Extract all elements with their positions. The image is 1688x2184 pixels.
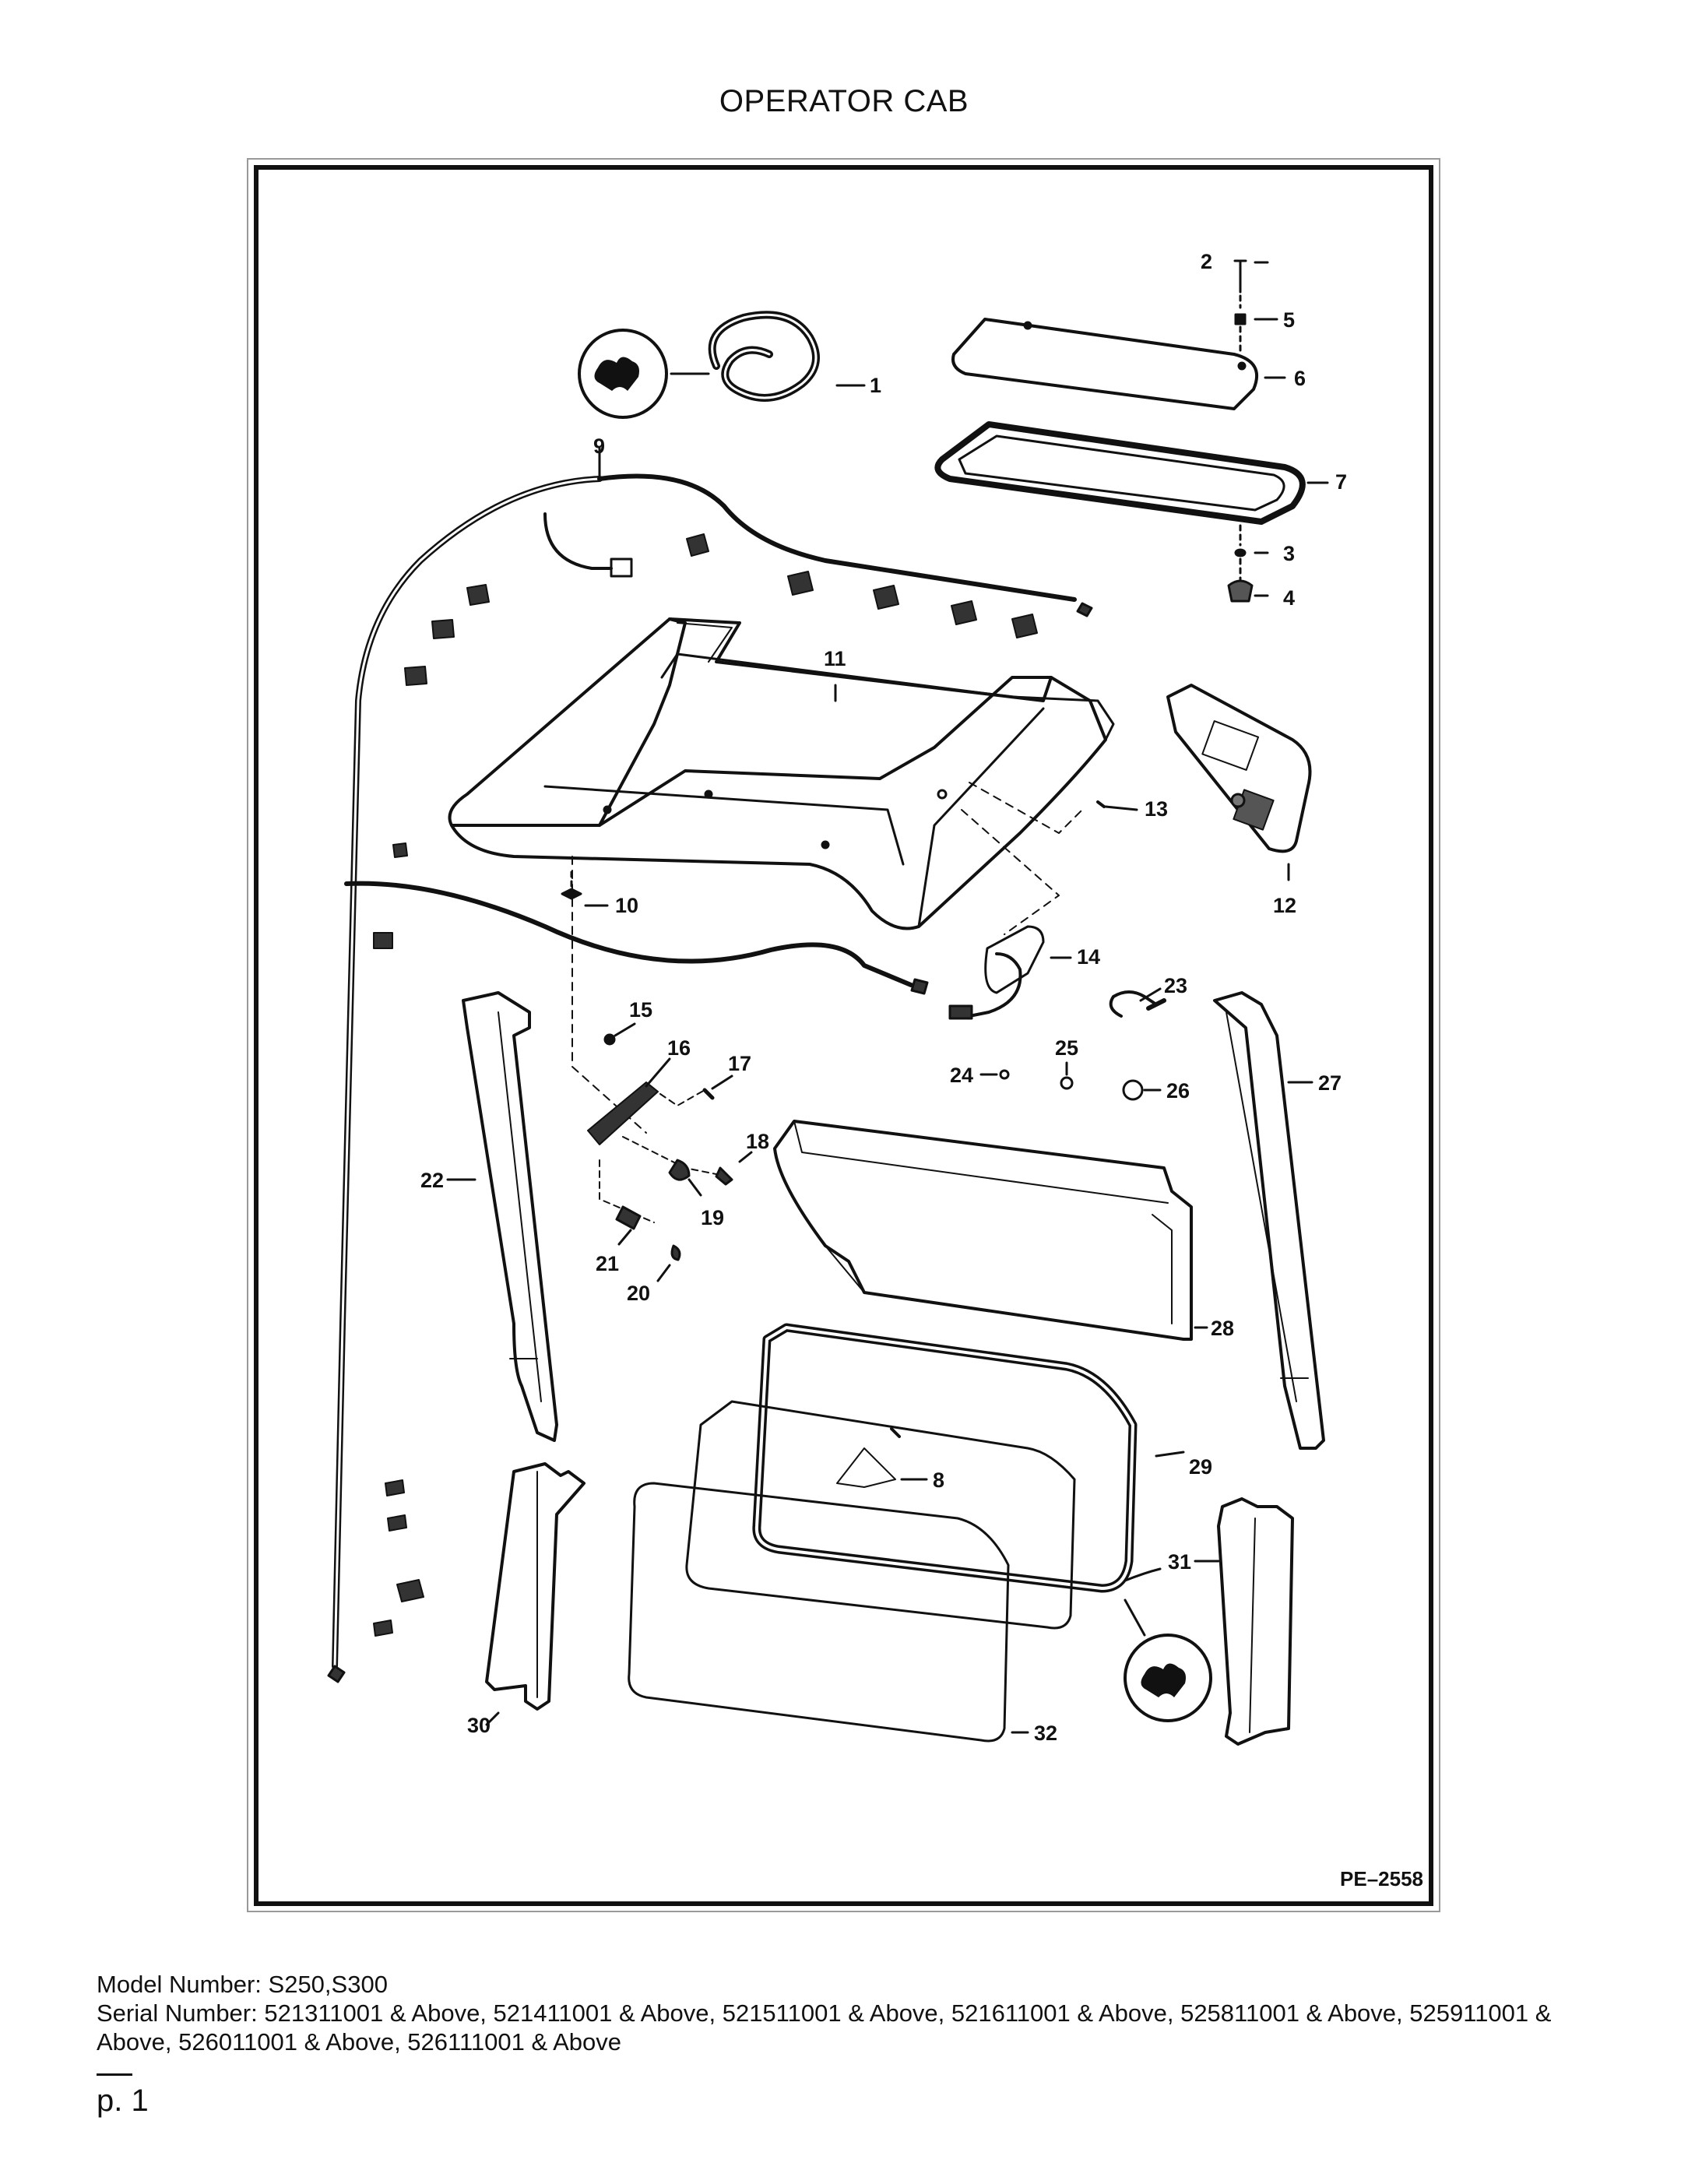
callout-29: 29 <box>1189 1455 1212 1479</box>
callout-6: 6 <box>1294 367 1306 390</box>
callout-4: 4 <box>1283 586 1295 610</box>
diagram-frame <box>254 165 1433 1906</box>
serial-number: Serial Number: 521311001 & Above, 521411… <box>97 1999 1552 2056</box>
headliner-panel <box>448 617 1115 930</box>
headliner-fastener <box>561 870 609 907</box>
left-lower-pillar-trim <box>485 1462 586 1726</box>
figure-reference: PE–2558 <box>1340 1867 1423 1890</box>
callout-15: 15 <box>629 998 652 1022</box>
dome-light-assembly <box>948 782 1138 1020</box>
wiper-assembly <box>571 856 753 1282</box>
model-serial-info: Model Number: S250,S300 Serial Number: 5… <box>97 1970 1591 2056</box>
callout-28: 28 <box>1211 1317 1234 1340</box>
callout-11: 11 <box>824 647 846 670</box>
callout-31: 31 <box>1168 1550 1191 1574</box>
right-lower-pillar-trim <box>1194 1497 1294 1746</box>
page-number-rule <box>97 2073 132 2076</box>
callout-25: 25 <box>1055 1036 1078 1060</box>
callout-12: 12 <box>1273 894 1296 917</box>
dome-seal-ring <box>934 421 1329 525</box>
callout-14: 14 <box>1077 945 1100 969</box>
model-number: Model Number: S250,S300 <box>97 1971 388 1998</box>
callout-30: 30 <box>467 1714 491 1737</box>
callout-5: 5 <box>1283 308 1295 332</box>
callout-20: 20 <box>627 1282 650 1305</box>
callout-2: 2 <box>1201 250 1212 273</box>
callout-19: 19 <box>701 1206 724 1229</box>
callout-17: 17 <box>728 1052 751 1075</box>
callout-22: 22 <box>420 1169 444 1192</box>
right-pillar-trim <box>1213 991 1325 1450</box>
callout-23: 23 <box>1164 974 1187 997</box>
dome-fasteners <box>1227 259 1278 603</box>
callout-18: 18 <box>746 1130 769 1153</box>
callout-13: 13 <box>1145 797 1168 821</box>
callout-21: 21 <box>596 1252 619 1275</box>
callout-9: 9 <box>593 434 605 458</box>
rear-trim-panel <box>773 1120 1208 1341</box>
overhead-console <box>1166 684 1312 881</box>
small-hardware <box>979 987 1166 1101</box>
page-title: OPERATOR CAB <box>719 84 969 118</box>
left-pillar-trim <box>446 991 558 1442</box>
wiring-harness <box>327 446 1093 1683</box>
door-seal-coil <box>578 311 866 419</box>
callout-27: 27 <box>1318 1071 1342 1095</box>
callout-16: 16 <box>667 1036 691 1060</box>
callout-labels: 1 2 3 4 5 6 7 8 9 10 11 12 13 14 15 16 1… <box>420 250 1347 1745</box>
page-number: p. 1 <box>97 2084 149 2118</box>
callout-8: 8 <box>933 1468 944 1492</box>
callout-26: 26 <box>1166 1079 1190 1103</box>
callout-24: 24 <box>950 1064 973 1087</box>
diagram-frame-outer <box>247 158 1440 1912</box>
callout-7: 7 <box>1335 470 1347 494</box>
callout-1: 1 <box>870 374 881 397</box>
callout-32: 32 <box>1034 1722 1057 1745</box>
door-window-assembly <box>628 1323 1212 1743</box>
callout-10: 10 <box>615 894 638 917</box>
callout-3: 3 <box>1283 542 1295 565</box>
dome-cover-panel <box>951 318 1286 410</box>
